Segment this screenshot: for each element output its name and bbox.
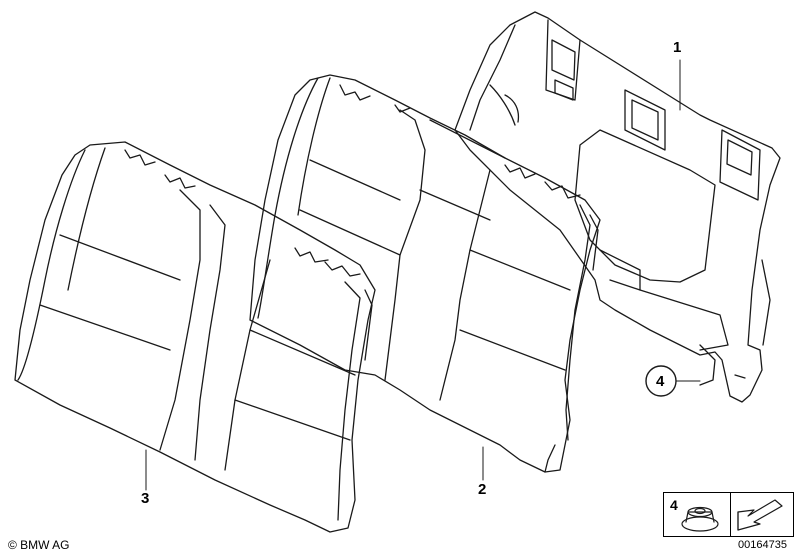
legend-divider [730,493,731,536]
seat-back-cushion-middle [249,74,601,473]
copyright-label: © BMW AG [8,538,70,552]
seat-back-cushion-front [14,141,376,533]
diagram-part-number: 00164735 [738,539,787,551]
legend-item-number: 4 [670,497,678,513]
callout-part-2: 2 [478,481,487,498]
nut-icon [681,506,719,532]
callout-circle-4 [645,365,677,397]
callout-part-1: 1 [673,39,682,56]
seat-back-frame [454,11,781,403]
callout-part-4: 4 [656,373,665,390]
leader-lines [145,59,701,491]
direction-arrow-icon [737,499,783,531]
legend-box: 4 [663,492,794,537]
callout-part-3: 3 [141,490,150,507]
